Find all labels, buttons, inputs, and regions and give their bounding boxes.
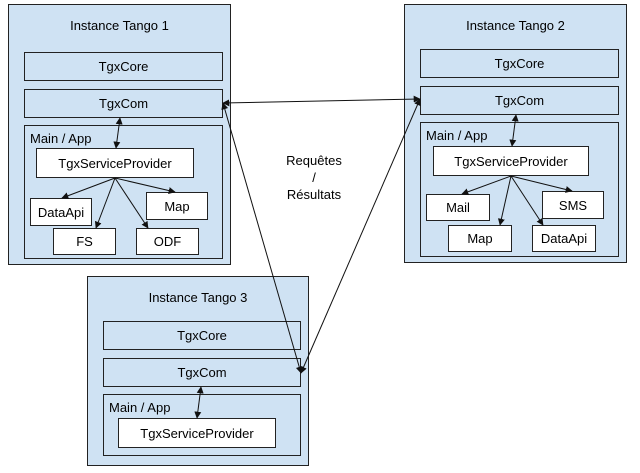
instance-2-com: TgxCom [420,86,619,115]
instance-2-core: TgxCore [420,49,619,78]
instance-1-main-label: Main / App [30,131,92,146]
instance-3-main-label: Main / App [109,400,171,415]
instance-2-service-map: Map [448,225,512,252]
link-label-slash: / [312,170,316,185]
instance-1-service-dataapi: DataApi [30,198,92,226]
instance-3-core: TgxCore [103,321,301,350]
instance-1-provider: TgxServiceProvider [36,148,194,178]
instance-3-title: Instance Tango 3 [148,290,248,305]
link-label: Requêtes / Résultats [270,152,358,203]
instance-2-service-sms: SMS [542,191,604,219]
instance-2-title: Instance Tango 2 [466,18,565,33]
instance-2-provider: TgxServiceProvider [433,146,589,176]
instance-2-service-dataapi: DataApi [532,225,596,252]
arrow-i1-i2 [222,95,421,107]
instance-1-service-map: Map [146,192,208,220]
instance-3-provider: TgxServiceProvider [118,418,276,448]
instance-1-service-fs: FS [53,228,116,255]
instance-2-main-label: Main / App [426,128,488,143]
instance-1-core: TgxCore [24,52,223,81]
instance-1-com: TgxCom [24,89,223,118]
arrow-i3-i2 [300,98,421,374]
instance-1-title: Instance Tango 1 [70,18,169,33]
link-label-resultats: Résultats [286,187,342,202]
link-label-requetes: Requêtes [286,153,342,168]
instance-1-service-odf: ODF [136,228,199,255]
instance-3-com: TgxCom [103,358,301,387]
instance-2-service-mail: Mail [426,194,490,221]
